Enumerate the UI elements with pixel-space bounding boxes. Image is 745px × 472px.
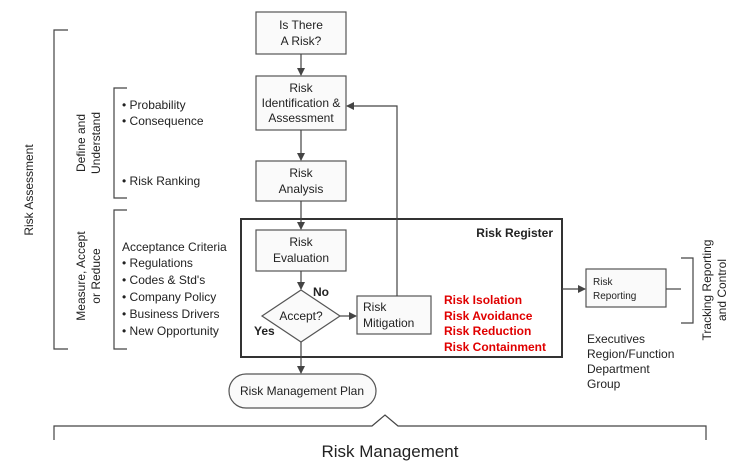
svg-text:Define and: Define and	[74, 114, 88, 172]
yes-label: Yes	[254, 324, 275, 338]
svg-text:• Consequence: • Consequence	[122, 114, 204, 128]
svg-text:Risk: Risk	[593, 277, 613, 288]
tracking-label: Tracking Reporting and Control	[700, 240, 729, 341]
svg-text:Measure, Accept: Measure, Accept	[74, 231, 88, 321]
node-risk-identification: Risk Identification & Assessment	[255, 75, 347, 131]
svg-text:Tracking Reporting: Tracking Reporting	[700, 240, 714, 341]
mitigation-options: Risk Isolation Risk Avoidance Risk Reduc…	[444, 293, 546, 354]
svg-text:• Company Policy: • Company Policy	[122, 290, 216, 304]
option-avoidance: Risk Avoidance	[444, 309, 533, 323]
measure-accept-label: Measure, Accept or Reduce	[74, 231, 103, 321]
svg-text:and Control: and Control	[715, 259, 729, 321]
arrow-mitigation-feedback	[346, 102, 398, 296]
svg-text:Reporting: Reporting	[593, 291, 636, 302]
ranking-bullet: • Risk Ranking	[122, 174, 200, 188]
svg-text:• Business Drivers: • Business Drivers	[122, 307, 220, 321]
svg-text:Risk: Risk	[289, 166, 313, 180]
svg-text:• Probability: • Probability	[122, 98, 186, 112]
acceptance-criteria: Acceptance Criteria • Regulations • Code…	[122, 240, 227, 338]
svg-text:Risk Management Plan: Risk Management Plan	[240, 384, 364, 398]
svg-text:Region/Function: Region/Function	[587, 347, 674, 361]
audience-list: Executives Region/Function Department Gr…	[587, 332, 674, 391]
svg-text:• Regulations: • Regulations	[122, 256, 193, 270]
risk-management-brace	[53, 414, 707, 440]
svg-text:Is There: Is There	[279, 18, 323, 32]
svg-text:A Risk?: A Risk?	[281, 34, 322, 48]
svg-text:Identification &: Identification &	[262, 96, 341, 110]
node-accept-decision: Accept?	[260, 289, 342, 343]
svg-text:Risk: Risk	[363, 300, 387, 314]
svg-text:Risk: Risk	[289, 81, 313, 95]
svg-text:Mitigation: Mitigation	[363, 316, 414, 330]
svg-text:Accept?: Accept?	[279, 309, 323, 323]
measure-accept-bracket	[113, 209, 127, 350]
option-containment: Risk Containment	[444, 340, 546, 354]
svg-text:Evaluation: Evaluation	[273, 251, 329, 265]
define-understand-label: Define and Understand	[74, 112, 103, 174]
risk-assessment-label: Risk Assessment	[22, 144, 36, 236]
svg-text:Department: Department	[587, 362, 650, 376]
node-risk-mitigation: Risk Mitigation	[356, 295, 432, 335]
node-risk-reporting: Risk Reporting	[585, 268, 667, 308]
svg-text:Group: Group	[587, 377, 621, 391]
svg-text:• Codes & Std's: • Codes & Std's	[122, 273, 205, 287]
svg-text:Risk: Risk	[289, 235, 313, 249]
option-isolation: Risk Isolation	[444, 293, 522, 307]
svg-text:Analysis: Analysis	[279, 182, 324, 196]
svg-text:or Reduce: or Reduce	[89, 248, 103, 304]
define-understand-bracket	[113, 87, 127, 199]
no-label: No	[313, 285, 329, 299]
node-risk-management-plan: Risk Management Plan	[228, 373, 377, 409]
tracking-bracket	[681, 257, 694, 324]
svg-text:Understand: Understand	[89, 112, 103, 174]
svg-text:• New Opportunity: • New Opportunity	[122, 324, 219, 338]
node-risk-analysis: Risk Analysis	[255, 160, 347, 202]
risk-register-frame	[240, 218, 563, 358]
risk-management-label: Risk Management	[321, 442, 458, 461]
node-is-there-a-risk: Is There A Risk?	[255, 11, 347, 55]
svg-text:Assessment: Assessment	[268, 111, 334, 125]
risk-assessment-bracket	[53, 29, 68, 350]
risk-register-title: Risk Register	[476, 226, 553, 240]
svg-text:Acceptance Criteria: Acceptance Criteria	[122, 240, 227, 254]
svg-text:Executives: Executives	[587, 332, 645, 346]
option-reduction: Risk Reduction	[444, 324, 531, 338]
define-bullets: • Probability • Consequence	[122, 98, 204, 128]
node-risk-evaluation: Risk Evaluation	[255, 229, 347, 272]
